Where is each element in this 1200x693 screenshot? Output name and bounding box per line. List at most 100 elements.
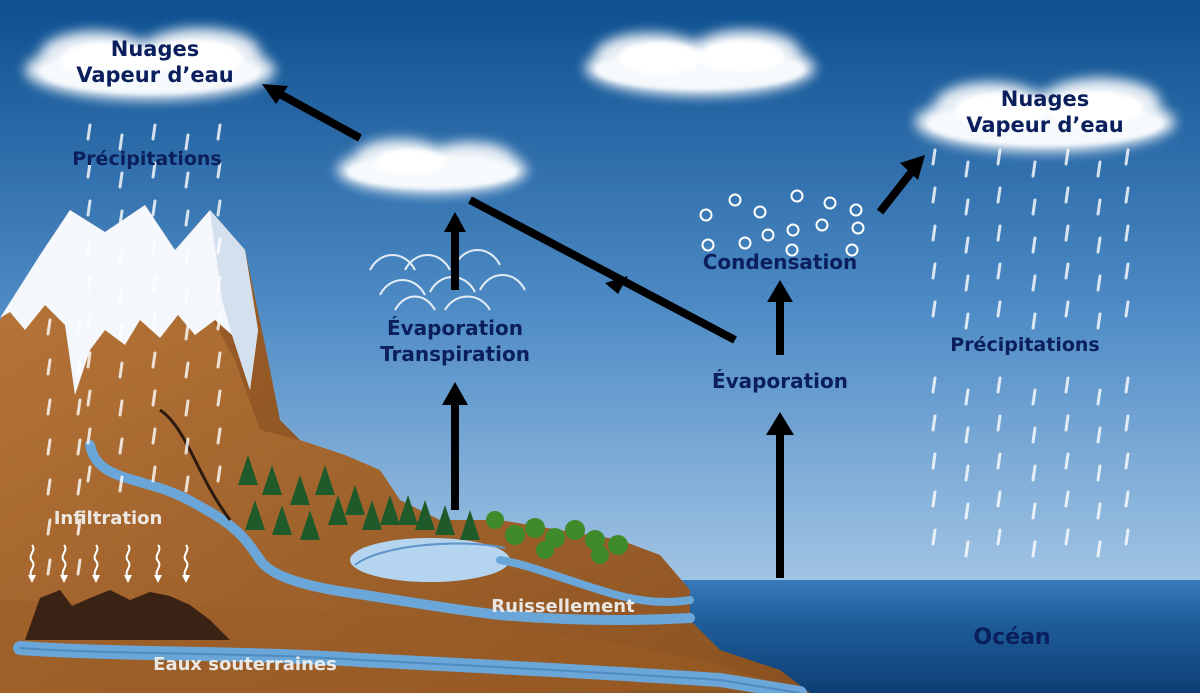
- rain-streak: [1064, 224, 1070, 242]
- rain-streak: [216, 465, 222, 483]
- condensation-droplet: [728, 193, 742, 207]
- rain-streak: [86, 161, 92, 179]
- rain-streak: [1096, 540, 1102, 558]
- rain-streak: [216, 161, 222, 179]
- rain-streak: [1124, 224, 1130, 242]
- infiltration-arrowhead: [92, 575, 100, 583]
- condensation-droplet: [786, 223, 800, 237]
- rain-streak: [184, 247, 190, 265]
- rain-streak: [931, 300, 937, 318]
- label-evapotranspiration-line1: Évaporation: [387, 316, 523, 340]
- label-ocean: Océan: [973, 625, 1050, 650]
- rain-streak: [151, 389, 157, 407]
- infiltration-squiggle: [93, 544, 99, 578]
- cloud-top-center: [585, 30, 815, 96]
- rain-streak: [86, 275, 92, 293]
- condensation-droplets: [699, 189, 865, 257]
- rain-streak: [216, 275, 222, 293]
- infiltration-squiggle: [183, 544, 189, 578]
- rain-streak: [184, 323, 190, 341]
- rain-streak: [216, 313, 222, 331]
- condensation-droplet: [761, 228, 775, 242]
- rain-streak: [1031, 160, 1037, 178]
- rain-streak: [1064, 490, 1070, 508]
- rain-right: [931, 148, 1130, 558]
- rain-streak: [931, 452, 937, 470]
- rain-streak: [118, 171, 124, 189]
- trees: [238, 455, 628, 564]
- rain-streak: [1124, 452, 1130, 470]
- rain-streak: [964, 312, 970, 330]
- rain-streak: [86, 427, 92, 445]
- rain-streak: [1124, 528, 1130, 546]
- rain-streak: [996, 262, 1002, 280]
- rain-streak: [931, 528, 937, 546]
- rain-streak: [184, 133, 190, 151]
- label-clouds-left-line2: Vapeur d’eau: [76, 63, 234, 87]
- rain-streak: [76, 478, 82, 496]
- infiltration-arrowhead: [154, 575, 162, 583]
- rain-streak: [964, 198, 970, 216]
- rain-streak: [1031, 502, 1037, 520]
- rain-streak: [931, 186, 937, 204]
- rain-streak: [1031, 540, 1037, 558]
- rain-streak: [1031, 198, 1037, 216]
- rain-streak: [1124, 300, 1130, 318]
- label-groundwater: Eaux souterraines: [153, 654, 337, 675]
- runoff-river: [85, 440, 695, 626]
- infiltration-squiggle: [125, 544, 131, 578]
- rain-streak: [1096, 388, 1102, 406]
- condensation-droplet: [790, 189, 804, 203]
- rain-streak: [1124, 376, 1130, 394]
- rain-streak: [46, 398, 52, 416]
- rain-streak: [216, 389, 222, 407]
- rain-streak: [1124, 148, 1130, 166]
- rain-streak: [996, 490, 1002, 508]
- rain-streak: [151, 427, 157, 445]
- rain-streak: [996, 414, 1002, 432]
- rain-streak: [1096, 312, 1102, 330]
- rain-streak: [964, 236, 970, 254]
- rain-streak: [184, 285, 190, 303]
- rain-streak: [1124, 186, 1130, 204]
- rain-streak: [996, 528, 1002, 546]
- rain-streak: [1031, 426, 1037, 444]
- rain-streak: [151, 313, 157, 331]
- rain-streak: [216, 237, 222, 255]
- rain-streak: [216, 123, 222, 141]
- infiltration-arrowhead: [124, 575, 132, 583]
- rain-streak: [76, 398, 82, 416]
- rain-streak: [1124, 414, 1130, 432]
- rain-streak: [931, 376, 937, 394]
- rain-streak: [184, 209, 190, 227]
- rain-streak: [151, 351, 157, 369]
- rain-streak: [1064, 148, 1070, 166]
- label-clouds-right-line1: Nuages: [1001, 87, 1089, 111]
- rain-streak: [46, 478, 52, 496]
- rain-streak: [184, 361, 190, 379]
- rain-streak: [996, 300, 1002, 318]
- rain-streak: [118, 323, 124, 341]
- rain-streak: [964, 540, 970, 558]
- rain-streak: [964, 464, 970, 482]
- rain-streak: [86, 465, 92, 483]
- infiltration-arrowhead: [182, 575, 190, 583]
- label-clouds-right-line2: Vapeur d’eau: [966, 113, 1124, 137]
- rain-streak: [184, 171, 190, 189]
- rain-streak: [1064, 528, 1070, 546]
- rain-streak: [86, 351, 92, 369]
- condensation-droplet: [845, 243, 859, 257]
- rain-streak: [996, 148, 1002, 166]
- rain-streak: [118, 247, 124, 265]
- labels: Nuages Vapeur d’eau Nuages Vapeur d’eau …: [54, 37, 1124, 675]
- rain-streak: [964, 426, 970, 444]
- flow-arrows: [262, 84, 925, 578]
- condensation-droplet: [823, 196, 837, 210]
- rain-streak: [1031, 274, 1037, 292]
- rain-streak: [151, 275, 157, 293]
- rain-streak: [86, 313, 92, 331]
- rain-streak: [1031, 464, 1037, 482]
- label-precipitation-left: Précipitations: [72, 148, 221, 170]
- rain-streak: [46, 438, 52, 456]
